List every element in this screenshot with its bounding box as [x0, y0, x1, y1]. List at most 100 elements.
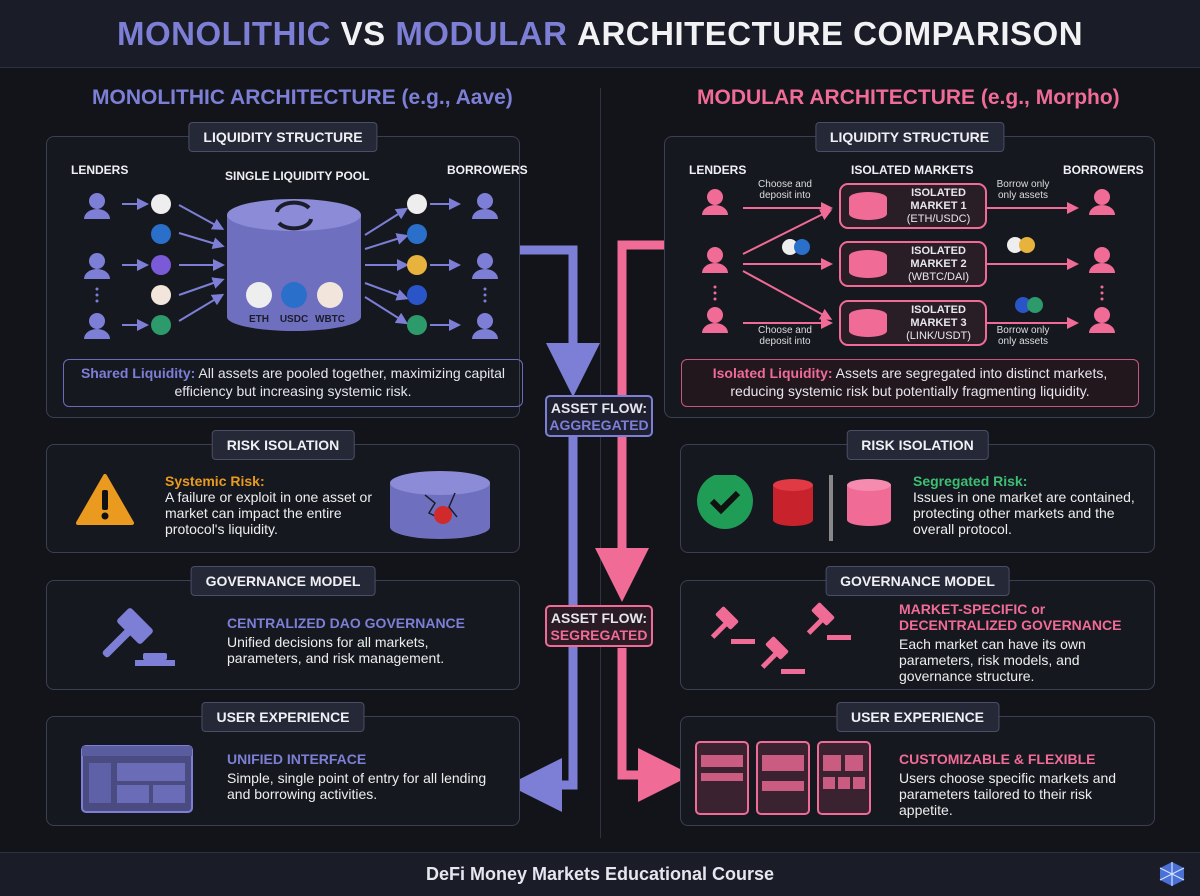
monolithic-risk-panel: RISK ISOLATION Systemic Risk: A failure …	[46, 430, 520, 553]
market-cylinder-icon	[849, 309, 887, 337]
flow-label-line2: AGGREGATED	[549, 417, 649, 433]
risk-description: Issues in one market are contained, prot…	[913, 489, 1135, 537]
market-pair: (ETH/USDC)	[906, 213, 971, 225]
multiple-dashboards-icon	[695, 741, 871, 815]
market-title: ISOLATED MARKET 3(LINK/USDT)	[891, 304, 986, 343]
asset-label-wbtc: WBTC	[315, 314, 345, 325]
dashboard-icon	[81, 745, 193, 813]
pool-label: SINGLE LIQUIDITY POOL	[225, 169, 370, 183]
modular-governance-panel: GOVERNANCE MODEL MARKET-SPECIFIC or DECE…	[680, 566, 1155, 690]
monolithic-ux-panel: USER EXPERIENCE UNIFIED INTERFACE Simple…	[46, 702, 520, 826]
safe-market-icon	[847, 479, 891, 526]
modular-heading: MODULAR ARCHITECTURE (e.g., Morpho)	[697, 86, 1120, 109]
lenders-label: LENDERS	[689, 163, 747, 177]
market-cylinder-icon	[849, 192, 887, 220]
ux-title: CUSTOMIZABLE & FLEXIBLE	[899, 751, 1096, 767]
page-title: MONOLITHIC VS MODULAR ARCHITECTURE COMPA…	[0, 0, 1200, 68]
flow-label-line1: ASSET FLOW:	[550, 400, 648, 416]
market-name: ISOLATED MARKET 1	[910, 187, 967, 212]
shared-liquidity-note: Shared Liquidity: All assets are pooled …	[63, 359, 523, 407]
segregated-flow-arrow	[595, 240, 664, 602]
title-vs: VS	[340, 14, 386, 52]
ux-description: Simple, single point of entry for all le…	[227, 770, 487, 802]
governance-description: Each market can have its own parameters,…	[899, 636, 1086, 684]
section-tag: USER EXPERIENCE	[835, 702, 1000, 732]
asset-flow-segregated-label: ASSET FLOW: SEGREGATED	[545, 605, 653, 647]
user-icon	[472, 193, 498, 219]
multiple-gavels-icon	[710, 602, 851, 674]
market-pair: (LINK/USDT)	[906, 330, 971, 342]
liquidity-pool-diagram	[84, 193, 498, 339]
ux-text: CUSTOMIZABLE & FLEXIBLE Users choose spe…	[899, 751, 1149, 818]
warning-icon	[76, 474, 134, 525]
user-icon	[702, 247, 728, 273]
ux-text: UNIFIED INTERFACE Simple, single point o…	[227, 751, 507, 802]
isolated-liquidity-note: Isolated Liquidity: Assets are segregate…	[681, 359, 1139, 407]
borrow-label: Borrow only only assets	[996, 179, 1050, 201]
user-icon	[1089, 247, 1115, 273]
monolithic-liquidity-panel: LIQUIDITY STRUCTURE LENDERS SINGLE LIQUI…	[46, 122, 528, 418]
monolithic-governance-panel: GOVERNANCE MODEL CENTRALIZED DAO GOVERNA…	[46, 566, 520, 690]
user-icon	[1089, 307, 1115, 333]
user-icon	[702, 307, 728, 333]
coin-icons	[782, 237, 1043, 313]
cracked-pool-icon	[390, 471, 490, 539]
title-monolithic: MONOLITHIC	[116, 14, 331, 52]
governance-text: MARKET-SPECIFIC or DECENTRALIZED GOVERNA…	[899, 601, 1139, 684]
asset-label-usdc: USDC	[279, 314, 309, 325]
section-tag: RISK ISOLATION	[211, 430, 355, 460]
isolated-market-3: ISOLATED MARKET 3(LINK/USDT)	[839, 300, 987, 346]
user-icon	[84, 193, 110, 219]
market-title: ISOLATED MARKET 1(ETH/USDC)	[891, 187, 986, 226]
risk-title: Systemic Risk:	[165, 473, 265, 489]
section-tag: GOVERNANCE MODEL	[190, 566, 376, 596]
section-tag: RISK ISOLATION	[846, 430, 989, 460]
monolithic-heading: MONOLITHIC ARCHITECTURE (e.g., Aave)	[92, 86, 513, 109]
note-key: Isolated Liquidity:	[712, 365, 833, 381]
section-tag: GOVERNANCE MODEL	[825, 566, 1010, 596]
user-icon	[702, 189, 728, 215]
borrowers-label: BORROWERS	[1063, 163, 1144, 177]
risk-title: Segregated Risk:	[913, 473, 1028, 489]
title-modular: MODULAR	[395, 14, 568, 52]
check-icon	[697, 475, 753, 529]
modular-liquidity-panel: LIQUIDITY STRUCTURE LENDERS ISOLATED MAR…	[664, 122, 1155, 418]
risk-text: Systemic Risk: A failure or exploit in o…	[165, 473, 375, 537]
isolated-markets-diagram	[702, 189, 1115, 333]
asset-label-eth: ETH	[249, 314, 269, 325]
user-icon	[84, 313, 110, 339]
governance-title: MARKET-SPECIFIC or DECENTRALIZED GOVERNA…	[899, 601, 1122, 633]
broken-market-icon	[773, 479, 813, 526]
isolated-market-2: ISOLATED MARKET 2(WBTC/DAI)	[839, 241, 987, 287]
modular-ux-panel: USER EXPERIENCE CUSTOMIZABLE & FLEXIBLE …	[680, 702, 1155, 826]
aggregated-flow-arrow	[520, 245, 600, 397]
section-tag: LIQUIDITY STRUCTURE	[188, 122, 378, 152]
ux-description: Users choose specific markets and parame…	[899, 770, 1117, 818]
lenders-label: LENDERS	[71, 163, 129, 177]
borrowers-label: BORROWERS	[447, 163, 528, 177]
governance-text: CENTRALIZED DAO GOVERNANCE Unified decis…	[227, 615, 507, 666]
flow-label-line2: SEGREGATED	[550, 627, 648, 643]
user-icon	[1089, 189, 1115, 215]
footer-text: DeFi Money Markets Educational Course	[425, 864, 775, 884]
gavel-icon	[102, 608, 175, 666]
note-text: Assets are segregated into distinct mark…	[730, 365, 1108, 399]
market-title: ISOLATED MARKET 2(WBTC/DAI)	[891, 245, 986, 284]
lender-icons	[84, 193, 498, 339]
deposit-label: Choose and deposit into	[758, 179, 812, 201]
borrow-label: Borrow only only assets	[996, 325, 1050, 347]
coin-icons	[151, 194, 427, 335]
asset-flow-aggregated-label: ASSET FLOW: AGGREGATED	[545, 395, 653, 437]
isolated-market-1: ISOLATED MARKET 1(ETH/USDC)	[839, 183, 987, 229]
governance-description: Unified decisions for all markets, param…	[227, 634, 445, 666]
user-icon	[472, 313, 498, 339]
note-text: All assets are pooled together, maximizi…	[174, 365, 506, 399]
pool-cylinder-icon	[227, 199, 361, 331]
risk-text: Segregated Risk: Issues in one market ar…	[913, 473, 1143, 537]
market-name: ISOLATED MARKET 3	[910, 304, 967, 329]
column-divider	[600, 88, 601, 838]
footer: DeFi Money Markets Educational Course	[0, 852, 1200, 896]
markets-label: ISOLATED MARKETS	[851, 163, 974, 177]
market-cylinder-icon	[849, 250, 887, 278]
